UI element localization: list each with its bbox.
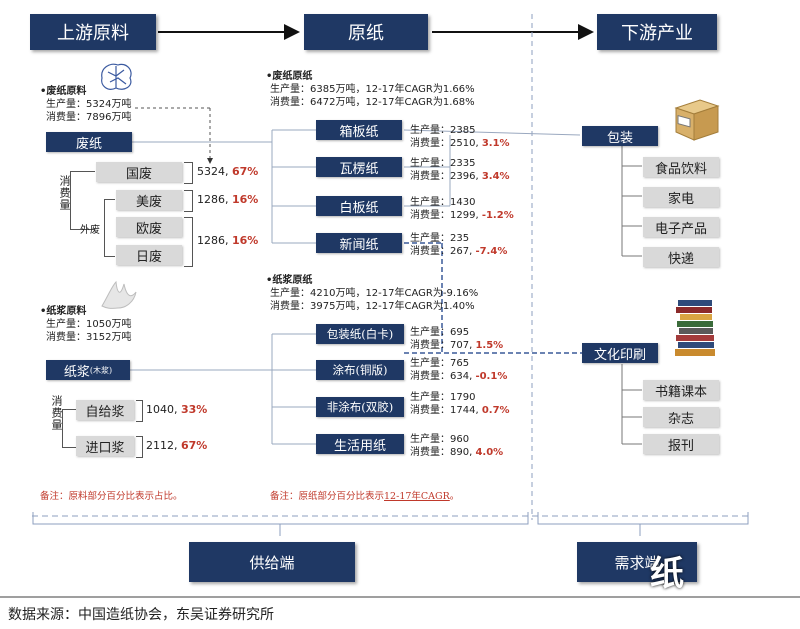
us-waste-box: 美废 [116,190,182,210]
note-right: 备注：原纸部分百分比表示12-17年CAGR。 [270,491,460,502]
demand-side-box: 需求端 [577,542,697,582]
waste-base-line2: 消费量：6472万吨，12-17年CAGR为1.68% [270,97,475,108]
printing-item: 书籍课本 [643,380,719,400]
printing-item: 报刊 [643,434,719,454]
waste-paper-box: 废纸 [46,132,132,152]
waste-consume-vertical-label: 消费量 [58,175,71,211]
us-brace [184,190,193,212]
pulp-brace [62,409,77,448]
paper-box: 非涂布(双胶) [316,397,404,417]
box-icon [672,96,722,142]
eujp-brace [184,217,193,267]
packaging-item: 家电 [643,187,719,207]
domestic-pct: 67% [232,165,259,178]
paper-box: 涂布(铜版) [316,360,404,380]
pulp-splash-icon [98,280,138,310]
packaging-item: 食品饮料 [643,157,719,177]
self-pulp-value: 1040, [146,403,178,416]
self-pulp-value-line: 1040, 33% [146,403,207,416]
paper-box: 箱板纸 [316,120,402,140]
waste-base-line1: 生产量：6385万吨，12-17年CAGR为1.66% [270,84,475,95]
import-pulp-brace [136,436,143,458]
watermark-logo: 纸 [650,554,684,594]
waste-material-consumption: 消费量：7896万吨 [46,112,132,123]
paper-box: 白板纸 [316,196,402,216]
note-left: 备注：原料部分百分比表示占比。 [40,491,183,502]
jp-waste-box: 日废 [116,245,182,265]
printing-item: 杂志 [643,407,719,427]
waste-material-production: 生产量：5324万吨 [46,99,132,110]
import-pulp-value: 2112, [146,439,178,452]
import-pulp-value-line: 2112, 67% [146,439,207,452]
paper-box: 瓦楞纸 [316,157,402,177]
eujp-pct: 16% [232,234,259,247]
packaging-item: 电子产品 [643,217,719,237]
eujp-value-line: 1286, 16% [197,234,258,247]
eujp-value: 1286, [197,234,229,247]
book-stack-icon [672,298,720,362]
waste-base-title: •废纸原纸 [266,71,313,82]
domestic-brace [184,162,193,184]
us-value: 1286, [197,193,229,206]
pulp-box-label: 纸浆 [63,364,90,380]
import-pulp-pct: 67% [181,439,208,452]
pulp-base-line2: 消费量：3975万吨，12-17年CAGR为1.40% [270,301,475,312]
crumpled-paper-icon [96,60,136,92]
pulp-material-title: •纸浆原料 [40,306,87,317]
us-value-line: 1286, 16% [197,193,258,206]
foreign-waste-label: 外废 [80,225,100,236]
paper-box: 新闻纸 [316,233,402,253]
domestic-waste-box: 国废 [96,162,182,182]
domestic-value: 5324, [197,165,229,178]
self-pulp-box: 自给浆 [76,400,134,420]
waste-brace [70,171,95,230]
foreign-brace [104,199,115,257]
pulp-material-production: 生产量：1050万吨 [46,319,132,330]
pulp-base-line1: 生产量：4210万吨，12-17年CAGR为-9.16% [270,288,479,299]
printing-box: 文化印刷 [582,343,658,363]
pulp-box-sub: (木浆) [89,365,113,375]
waste-material-title: •废纸原料 [40,86,87,97]
eu-waste-box: 欧废 [116,217,182,237]
header-paper: 原纸 [304,14,428,50]
self-pulp-brace [136,400,143,422]
us-pct: 16% [232,193,259,206]
self-pulp-pct: 33% [181,403,208,416]
header-downstream: 下游产业 [597,14,717,50]
paper-box: 生活用纸 [316,434,404,454]
data-source: 数据来源：中国造纸协会，东吴证券研究所 [8,607,274,623]
pulp-box: 纸浆 (木浆) [46,360,130,380]
packaging-box: 包装 [582,126,658,146]
packaging-item: 快递 [643,247,719,267]
import-pulp-box: 进口浆 [76,436,134,456]
pulp-material-consumption: 消费量：3152万吨 [46,332,132,343]
supply-side-box: 供给端 [189,542,355,582]
domestic-value-line: 5324, 67% [197,165,258,178]
header-upstream: 上游原料 [30,14,156,50]
pulp-base-title: •纸浆原纸 [266,275,313,286]
pulp-consume-vertical-label: 消费量 [50,395,63,431]
paper-box: 包装纸(白卡) [316,324,404,344]
